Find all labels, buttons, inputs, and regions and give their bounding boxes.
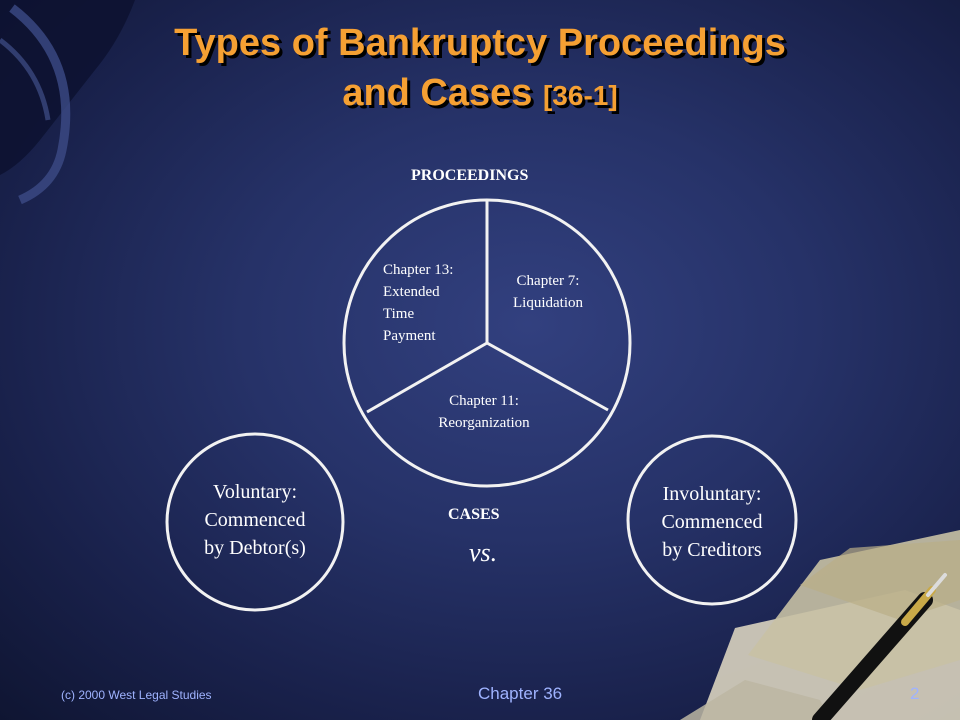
- footer-chapter: Chapter 36: [478, 684, 563, 703]
- chapter-7-line-1: Chapter 7:: [516, 273, 580, 289]
- chapter-11-line-2: Reorganization: [438, 415, 530, 431]
- chapter-13-line-1: Chapter 13:: [383, 262, 454, 278]
- versus-label: vs.: [469, 538, 498, 567]
- voluntary-line-3: by Debtor(s): [204, 537, 306, 559]
- briefcase-icon: [0, 0, 135, 205]
- divider-left: [366, 341, 488, 414]
- voluntary-case: Voluntary: Commenced by Debtor(s): [175, 478, 335, 562]
- proceedings-label: PROCEEDINGS: [411, 167, 529, 184]
- involuntary-circle: [626, 434, 798, 606]
- involuntary-line-2: Commenced: [661, 511, 763, 533]
- involuntary-case: Involuntary: Commenced by Creditors: [632, 480, 792, 564]
- pen-and-documents-icon: [680, 530, 960, 720]
- chapter-13-line-4: Payment: [383, 328, 436, 344]
- footer-copyright: (c) 2000 West Legal Studies: [61, 688, 212, 702]
- chapter-11-slice: Chapter 11: Reorganization: [414, 390, 554, 434]
- voluntary-circle: [165, 432, 345, 612]
- involuntary-line-3: by Creditors: [662, 539, 762, 561]
- involuntary-line-1: Involuntary:: [662, 483, 762, 505]
- chapter-7-line-2: Liquidation: [513, 295, 583, 311]
- footer-page-number: 2: [910, 684, 920, 703]
- chapter-11-line-1: Chapter 11:: [449, 393, 519, 409]
- title-line-2: and Cases [36-1]: [60, 68, 900, 121]
- voluntary-line-2: Commenced: [204, 509, 306, 531]
- title-reference: [36-1]: [542, 80, 618, 111]
- divider-right: [486, 341, 609, 412]
- cases-label: CASES: [448, 506, 500, 523]
- title-line-1: Types of Bankruptcy Proceedings: [174, 22, 786, 64]
- voluntary-line-1: Voluntary:: [212, 481, 298, 503]
- slide-title: Types of Bankruptcy Proceedings and Case…: [60, 18, 900, 121]
- title-line-2-text: and Cases: [342, 72, 533, 114]
- chapter-7-slice: Chapter 7: Liquidation: [498, 270, 598, 314]
- chapter-13-line-2: Extended: [383, 284, 440, 300]
- chapter-13-line-3: Time: [383, 306, 415, 322]
- chapter-13-slice: Chapter 13: Extended Time Payment: [383, 259, 453, 347]
